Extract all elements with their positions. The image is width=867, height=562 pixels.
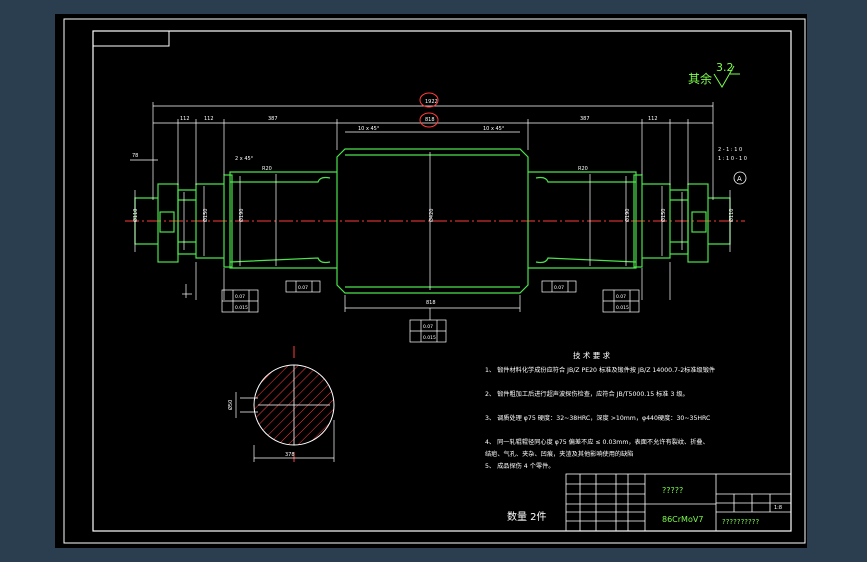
datum-circle xyxy=(733,171,747,185)
roughness-label: 其余 xyxy=(688,71,712,86)
roughness-symbol xyxy=(713,65,735,88)
dim-seg-c: 112 xyxy=(648,116,658,122)
tech-requirements: 技 术 要 求 1、 锻件材料化学成份应符合 JB/Z PE20 标准及锻件按 … xyxy=(485,350,715,470)
dim-body-length: 818 xyxy=(425,117,435,123)
dia-end-right: Ø110 xyxy=(728,209,735,222)
tol-value-right-journal-b: 0.015 xyxy=(616,305,629,311)
tech-item-3: 3、 调质处理 φ75 硬度：32~38HRC，深度 >10mm，φ440硬度：… xyxy=(485,414,710,422)
shaft-outline xyxy=(134,148,731,294)
dim-chamfer-left: 10 x 45° xyxy=(358,126,380,132)
quantity-label: 数量 2件 xyxy=(507,510,547,523)
tol-right-2: 1 : 1 0 - 1 0 xyxy=(718,156,747,162)
dia-bearing-right: Ø150 xyxy=(660,209,667,222)
tol-value-left-journal-b: 0.015 xyxy=(235,305,248,311)
dia-body: Ø420 xyxy=(428,209,435,222)
dim-shoulder-chamfer: 2 x 45° xyxy=(235,156,254,162)
tech-item-5: 5、 成品探伤 4 个零件。 xyxy=(485,462,554,470)
tech-item-2: 2、 锻件粗加工后进行超声波探伤检查，应符合 JB/T5000.15 标准 3 … xyxy=(485,390,689,398)
section-label: Ø50 xyxy=(227,400,234,410)
tol-value-center-a: 0.07 xyxy=(423,324,433,330)
dim-left-span: 387 xyxy=(268,116,278,122)
tol-frame-right-body xyxy=(541,280,577,293)
dia-shaft-right: Ø190 xyxy=(624,209,631,222)
tol-value-right-journal-a: 0.07 xyxy=(616,294,626,300)
dim-seg-b: 112 xyxy=(204,116,214,122)
title-block xyxy=(565,473,792,532)
dia-end-left: Ø110 xyxy=(132,209,139,222)
outer-border xyxy=(63,18,806,544)
tech-item-4: 4、 同一轧辊辊径同心度 φ75 偏差不应 ≤ 0.03mm，表面不允许有裂纹、… xyxy=(485,438,709,446)
inner-frame xyxy=(92,30,792,532)
section-width: 378 xyxy=(285,452,295,458)
check-circle-body xyxy=(419,112,439,128)
datum-label: A xyxy=(737,175,742,183)
tech-item-4b: 结疤、气孔、夹杂、凹痕，夹渣及其他影响使用的缺陷 xyxy=(485,450,634,458)
tol-value-center-b: 0.015 xyxy=(423,335,436,341)
material: 86CrMoV7 xyxy=(662,515,703,524)
dim-chamfer-right: 10 x 45° xyxy=(483,126,505,132)
tol-value-left-journal-a: 0.07 xyxy=(235,294,245,300)
sheet-background xyxy=(55,14,807,548)
dia-shaft-left: Ø190 xyxy=(238,209,245,222)
tol-frame-left-body xyxy=(285,280,321,293)
dim-body-bottom: 818 xyxy=(426,300,436,306)
tol-value-right-body: 0.07 xyxy=(554,285,564,291)
organization: ?????????? xyxy=(722,518,759,526)
dim-right-span: 387 xyxy=(580,116,590,122)
scale: 1:8 xyxy=(774,505,782,511)
dim-seg-a: 112 xyxy=(180,116,190,122)
tech-item-1: 1、 锻件材料化学成份应符合 JB/Z PE20 标准及锻件按 JB/Z 140… xyxy=(485,366,715,374)
check-circle-overall xyxy=(419,92,439,108)
dia-bearing-left: Ø150 xyxy=(202,209,209,222)
tech-title: 技 术 要 求 xyxy=(573,350,611,360)
roughness-value: 3.2 xyxy=(716,61,734,74)
drawing-name: ????? xyxy=(662,486,683,495)
tol-right-1: 2 - 1 : 1 0 xyxy=(718,147,742,153)
tol-value-left-body: 0.07 xyxy=(298,285,308,291)
dim-overall-length: 1922 xyxy=(425,99,438,105)
dim-end-length: 78 xyxy=(132,153,138,159)
corner-box xyxy=(92,30,170,47)
cross-section xyxy=(235,346,335,462)
dim-fillet-left: R20 xyxy=(262,166,272,172)
dimension-lines xyxy=(130,102,731,312)
dim-fillet-right: R20 xyxy=(578,166,588,172)
